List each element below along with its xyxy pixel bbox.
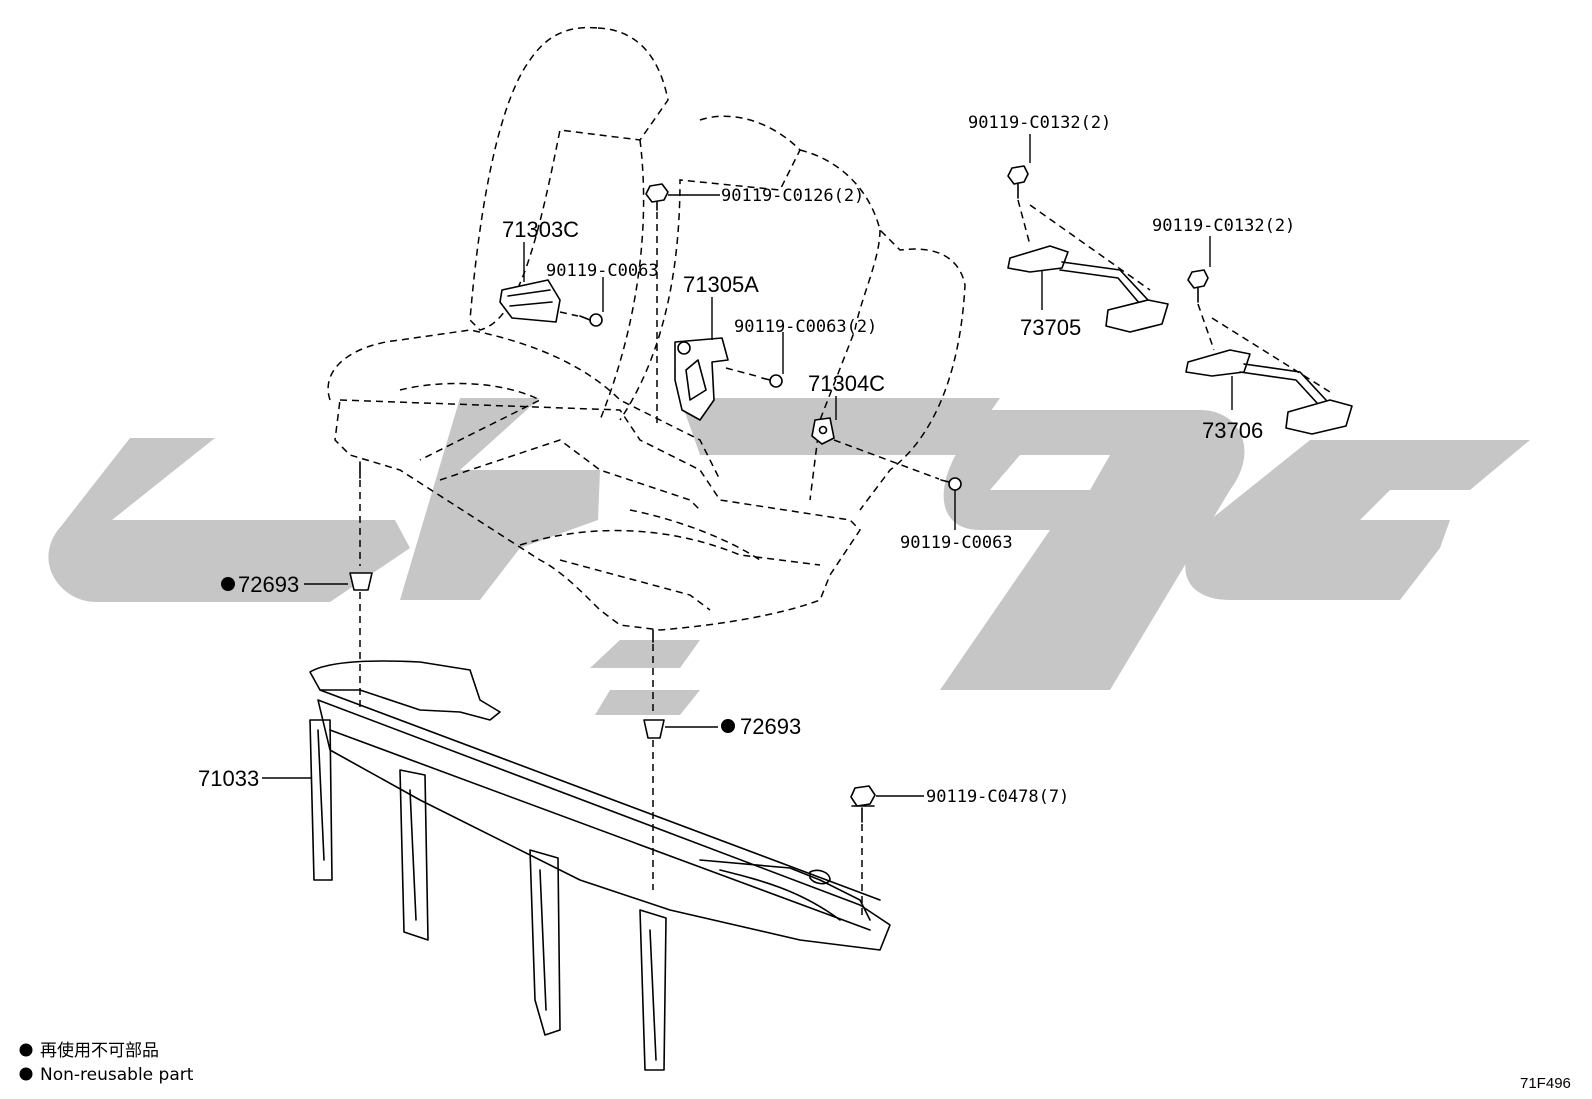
clip-72693-right-icon (643, 629, 665, 890)
legend-english: Non-reusable part (40, 1065, 194, 1085)
watermark-stroke-6 (1185, 440, 1530, 600)
rear-seat-outline (327, 26, 966, 631)
label-clip-72693-right: 72693 (721, 714, 801, 739)
label-clip-72693-right-text: 72693 (740, 714, 801, 739)
label-bolt-c0132-lower: 90119-C0132(2) (1152, 216, 1295, 236)
bolt-c0063-left-icon (559, 311, 603, 327)
non-reusable-dot-icon (221, 577, 235, 591)
bolt-c0063-middle-icon (725, 367, 783, 388)
clip-72693-left-icon (349, 461, 373, 710)
label-part-73705: 73705 (1020, 315, 1081, 340)
part-71033-frame (309, 660, 891, 1071)
legend-japanese: 再使用不可部品 (40, 1040, 159, 1061)
watermark-stroke-2 (400, 398, 600, 600)
label-clip-72693-left: 72693 (221, 572, 299, 597)
bolt-c0478-icon (850, 785, 876, 920)
part-73706-hook (1185, 269, 1353, 435)
part-71303c-bracket (499, 279, 561, 323)
label-bolt-c0063-left: 90119-C0063 (546, 261, 659, 281)
part-73705-hook (1007, 165, 1169, 333)
watermark-stroke-1 (48, 438, 410, 602)
label-clip-72693-left-text: 72693 (238, 572, 299, 597)
label-part-71033: 71033 (198, 766, 259, 791)
part-71305a-bracket (674, 337, 729, 421)
part-71304c-bracket (811, 417, 835, 445)
label-bolt-c0063-right: 90119-C0063 (900, 533, 1013, 553)
legend-dot-icon (19, 1043, 33, 1057)
watermark-stroke-4 (590, 640, 700, 715)
label-part-73706: 73706 (1202, 418, 1263, 443)
leader-lines (262, 134, 1233, 797)
label-bolt-c0126: 90119-C0126(2) (721, 186, 864, 206)
label-bolt-c0478: 90119-C0478(7) (926, 787, 1069, 807)
bolt-c0126-icon (645, 183, 669, 425)
label-part-71305a: 71305A (683, 272, 759, 297)
watermark-logo (48, 398, 1530, 715)
watermark-stroke-3 (680, 398, 1000, 455)
label-part-71303c: 71303C (502, 217, 579, 242)
legend: 再使用不可部品 Non-reusable part (19, 1040, 194, 1085)
legend-dot-icon (19, 1067, 33, 1081)
label-bolt-c0063-2: 90119-C0063(2) (734, 317, 877, 337)
label-part-71304c: 71304C (808, 371, 885, 396)
label-bolt-c0132-upper: 90119-C0132(2) (968, 113, 1111, 133)
non-reusable-dot-icon (721, 719, 735, 733)
diagram-code: 71F496 (1520, 1075, 1571, 1092)
watermark-stroke-5 (940, 410, 1245, 690)
